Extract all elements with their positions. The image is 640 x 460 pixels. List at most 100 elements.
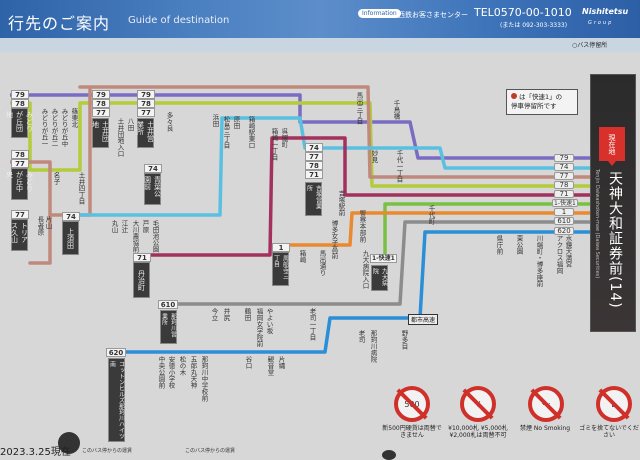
stop-label: 五郎丸天神	[189, 356, 197, 389]
stop-label: 浜田	[211, 114, 219, 127]
stop-label: 老司一丁目	[308, 308, 316, 341]
date-label: 2023.3.25現在	[0, 447, 71, 458]
highway-label: 都市高速	[408, 314, 439, 325]
sign-label: 500	[404, 399, 420, 409]
terminal-box: トリアス久山	[11, 219, 29, 251]
route-1-line	[272, 211, 590, 247]
rapid-stop-legend: は「快速1」の 停車停留所です	[506, 89, 578, 115]
legend-line2: 停車停留所です	[511, 102, 557, 110]
route-79-line	[10, 93, 590, 160]
terminal-box: 九大病院	[371, 265, 388, 291]
stop-label: 八田	[126, 118, 134, 131]
terminal-box: 周船寺三丁目	[272, 252, 289, 286]
stop-label: 土井団地入口	[116, 118, 124, 157]
stop-label: 馬出通り	[318, 250, 326, 276]
stop-label: 戸原	[141, 220, 149, 233]
current-stop-name: 天神大和証券前(14)	[607, 171, 623, 309]
stop-label: 毛田池公園	[151, 220, 159, 253]
stop-label: 水鏡天満宮	[564, 235, 572, 268]
trunk-tag-1: 1	[554, 208, 574, 216]
route-610-line	[160, 220, 590, 306]
trunk-tag-71: 71	[554, 190, 574, 198]
stop-label: アクロス福岡	[555, 235, 563, 274]
trunk-tag-rapid1: 1-快速1	[552, 199, 578, 207]
route-tag: 74	[144, 164, 162, 173]
terminal-box: コットンヒルズ那珂川ハイツ南	[108, 358, 125, 442]
terminal-box: 土井営業所	[137, 118, 155, 148]
stop-label: 呉服町	[280, 128, 288, 148]
stop-label: 箱崎駅東口	[247, 116, 255, 149]
tel: TEL0570-00-1010	[474, 6, 572, 19]
stop-label: 今立	[210, 308, 218, 321]
sign-caption: 新500円硬貨は両替できません	[382, 425, 442, 439]
sign-caption: ゴミを捨てないでください	[579, 425, 639, 439]
stop-label: 千鳥橋	[392, 100, 400, 120]
stop-label: 大川農協前	[131, 220, 139, 253]
fare-note: このバス停からの運賃	[82, 448, 133, 454]
stop-label: 千代一丁目	[395, 150, 403, 183]
title-en: Guide of destination	[128, 15, 230, 26]
stop-label: 鶴田	[243, 308, 251, 321]
route-tag: 1-快速1	[370, 254, 397, 263]
red-dot-icon	[511, 93, 517, 99]
sign-caption: ¥10,000札 ¥5,000札 ¥2,000札は両替不可	[448, 425, 508, 439]
sign-label: ¥	[475, 399, 481, 409]
sign-label: ⌂	[611, 399, 617, 409]
stop-label: 松島三丁目	[222, 116, 230, 149]
terminal-box: 土井団地	[92, 118, 110, 148]
route-tag: 74	[62, 212, 80, 221]
route-tag: 610	[158, 300, 178, 309]
current-location-tag: 現在地	[599, 127, 625, 166]
stop-label: 東公園	[515, 235, 523, 255]
stop-label: 野多目	[400, 330, 408, 350]
trunk-tag-78: 78	[554, 181, 574, 189]
stop-label: 那珂川病院	[369, 330, 377, 363]
current-stop-panel: 現在地 Tenjin Daiwashoken-mae (Daiwa Securi…	[590, 74, 636, 332]
stop-label: 警察本部前	[358, 210, 366, 243]
sign-label: 〰	[542, 399, 550, 409]
stop-label: 多々良	[165, 112, 173, 132]
stop-legend: ○バス停留所	[572, 42, 608, 49]
stop-label: 原田	[232, 116, 240, 129]
stop-label: やよい坂	[265, 308, 273, 334]
terminal-box: 丹治町	[133, 262, 150, 298]
magnet	[58, 432, 80, 454]
route-tag: 620	[106, 348, 126, 357]
stop-label: 丸山	[110, 220, 118, 233]
stop-label: 長者原	[36, 216, 44, 236]
title-jp: 行先のご案内	[8, 14, 111, 33]
route-tag: 71	[305, 170, 323, 179]
info-center: 西鉄お客さまセンター	[398, 11, 468, 19]
route-78-line	[10, 101, 590, 188]
stop-label: 吉塚駅前	[337, 190, 345, 216]
stop-label: 観音堂	[266, 356, 274, 376]
brand-logo: Nishitetsu	[582, 7, 629, 16]
route-tag: 77	[305, 152, 323, 161]
route-tag: 78	[11, 150, 29, 159]
terminal-box: 那珂川営業所	[160, 310, 177, 344]
current-stop-name-en: Tenjin Daiwashoken-mae (Daiwa Securities…	[594, 169, 600, 279]
route-tag: 79	[92, 90, 110, 99]
stop-label: 九大病院入口	[361, 250, 369, 289]
route-tag: 77	[137, 108, 155, 117]
route-tag: 79	[11, 90, 29, 99]
trunk-tag-620: 620	[554, 227, 574, 235]
stop-label: 井尻	[222, 308, 230, 321]
trunk-tag-74: 74	[554, 163, 574, 171]
no-bill-exchange-icon: ¥	[460, 386, 496, 422]
stop-label: 那珂川中学校前	[200, 356, 208, 402]
legend-line1: は「快速1」の	[519, 93, 563, 101]
brand-sub: Group	[588, 20, 614, 26]
stop-label: 片縄	[277, 356, 285, 369]
route-620-line	[108, 230, 590, 354]
stop-label: 千代町	[427, 205, 435, 225]
stop-label: 箱崎一丁目	[270, 128, 278, 161]
stop-label: 篠栗北	[70, 108, 78, 128]
stop-label: 名子	[52, 172, 60, 185]
stop-label: みどりが丘二	[50, 108, 58, 147]
magnet	[382, 450, 396, 460]
no-smoking-icon: 〰	[528, 386, 564, 422]
route-74-line	[62, 116, 590, 217]
route-71-line	[135, 136, 590, 257]
stop-label: 馬出三丁目	[355, 92, 363, 125]
